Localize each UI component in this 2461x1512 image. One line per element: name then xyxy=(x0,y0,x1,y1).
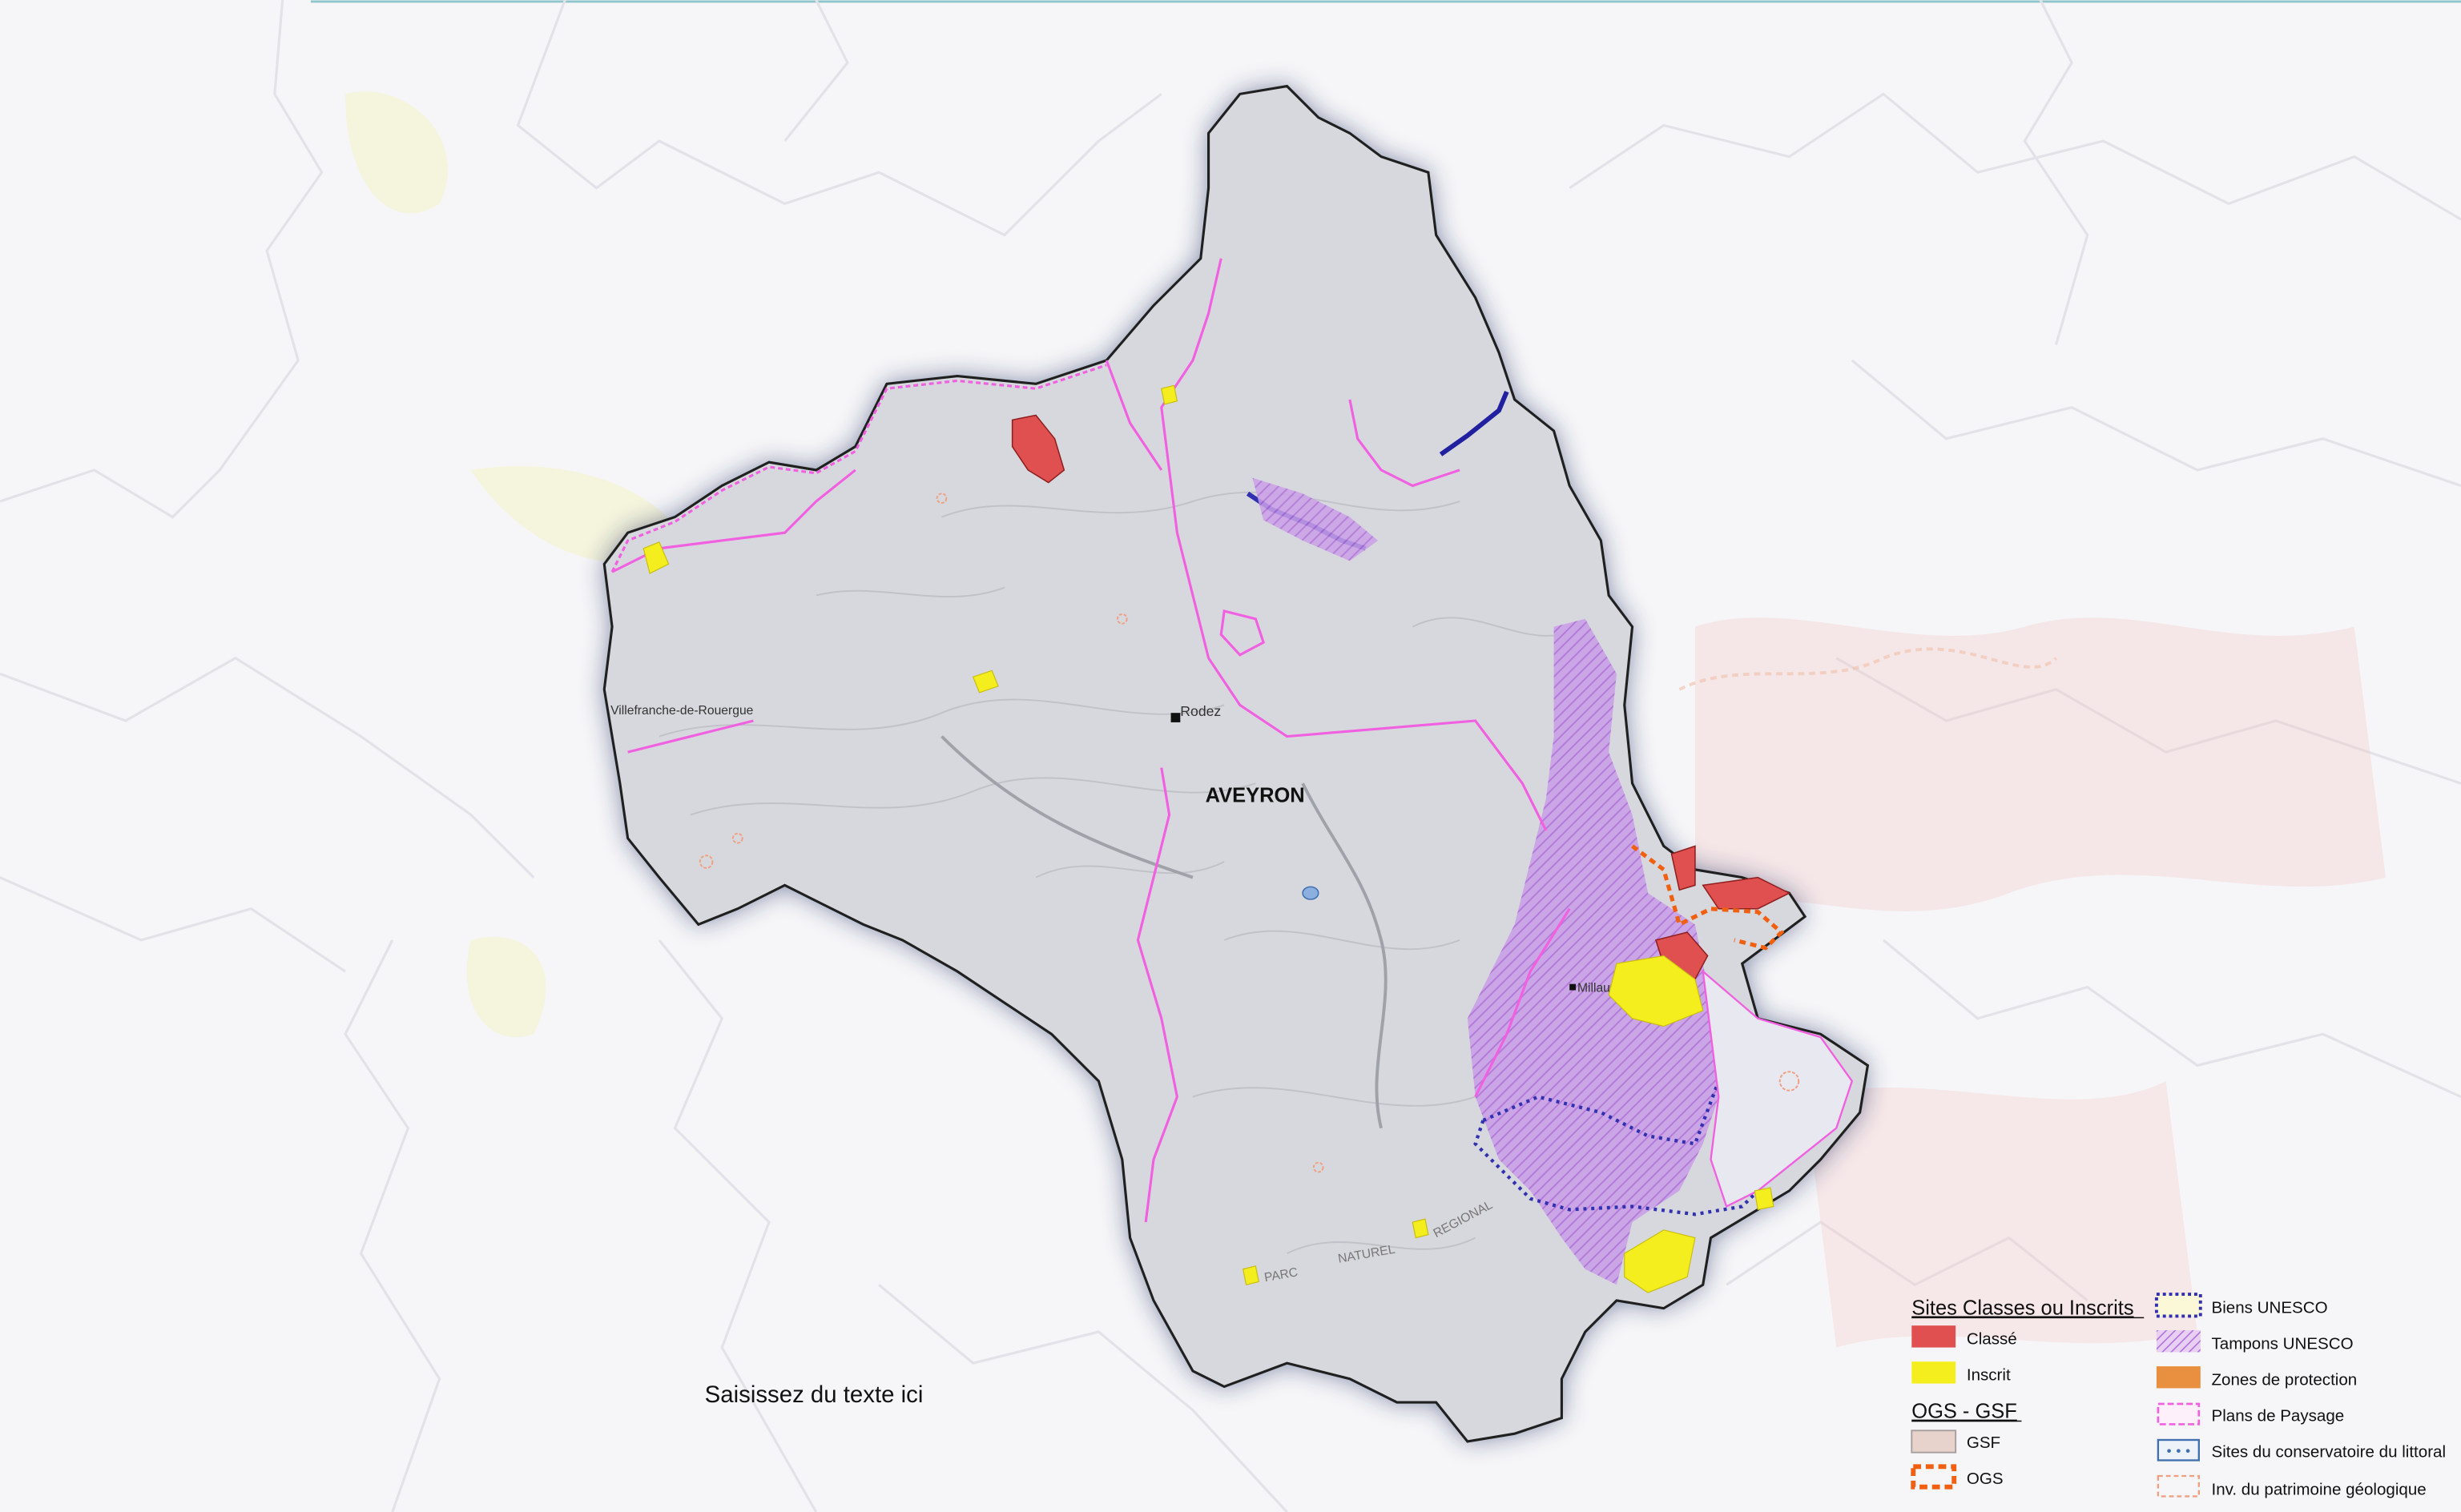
legend-title-ogs: OGS - GSF xyxy=(1911,1401,2017,1423)
legend-label-plans-paysage: Plans de Paysage xyxy=(2211,1407,2344,1426)
legend-swatch-biens-unesco xyxy=(2154,1293,2202,1318)
legend-label-biens-unesco: Biens UNESCO xyxy=(2211,1299,2327,1317)
legend-swatch-conservatoire xyxy=(2157,1438,2200,1462)
legend-swatch-zones-protection xyxy=(2156,1366,2201,1389)
legend-swatch-ogs xyxy=(1911,1464,1957,1490)
legend-label-gsf: GSF xyxy=(1967,1434,2000,1452)
legend-swatch-inv-geologique xyxy=(2157,1474,2200,1498)
legend-swatch-classe xyxy=(1911,1325,1956,1348)
causses-area xyxy=(1702,969,1854,1208)
millau-marker xyxy=(1569,983,1577,991)
legend-title-sites: Sites Classes ou Inscrits xyxy=(1911,1297,2133,1319)
placeholder-text[interactable]: Saisissez du texte ici xyxy=(705,1381,924,1408)
neighbor-faint-zones xyxy=(345,91,2386,1348)
legend-label-classe: Classé xyxy=(1967,1330,2017,1349)
river-tarn xyxy=(1301,782,1388,1129)
legend-label-inv-geologique: Inv. du patrimoine géologique xyxy=(2211,1480,2426,1498)
unesco-property-border xyxy=(1473,1029,1791,1216)
unesco-north-line xyxy=(1439,390,1509,456)
conservatoire-site xyxy=(1302,886,1319,900)
ogs-outline xyxy=(1631,844,1785,951)
legend-label-zones-protection: Zones de protection xyxy=(2211,1371,2357,1389)
legend-label-inscrit: Inscrit xyxy=(1967,1366,2011,1385)
geology-sites xyxy=(699,493,1800,1173)
city-label-rodez: Rodez xyxy=(1180,703,1221,719)
legend-swatch-tampons-unesco xyxy=(2156,1330,2201,1353)
city-label-villefranche: Villefranche-de-Rouergue xyxy=(610,704,754,718)
inscrit-zones xyxy=(642,384,1774,1293)
legend: Sites Classes ou Inscrits Classé Inscrit… xyxy=(1911,1293,2446,1498)
unesco-buffer-north xyxy=(1252,477,1379,561)
rodez-marker xyxy=(1170,713,1181,722)
plans-de-paysage-lines xyxy=(611,258,1571,1223)
legend-label-tampons-unesco: Tampons UNESCO xyxy=(2211,1335,2353,1353)
legend-swatch-plans-paysage xyxy=(2157,1402,2201,1426)
legend-swatch-gsf xyxy=(1911,1430,1957,1454)
neighbor-geology-line xyxy=(1678,647,2057,691)
legend-label-ogs: OGS xyxy=(1967,1470,2004,1488)
department-label: AVEYRON xyxy=(1206,785,1305,807)
legend-swatch-inscrit xyxy=(1911,1361,1956,1384)
legend-label-conservatoire: Sites du conservatoire du littoral xyxy=(2211,1443,2446,1462)
unesco-buffer-zone xyxy=(1467,618,1719,1285)
city-label-millau: Millau xyxy=(1577,981,1610,995)
